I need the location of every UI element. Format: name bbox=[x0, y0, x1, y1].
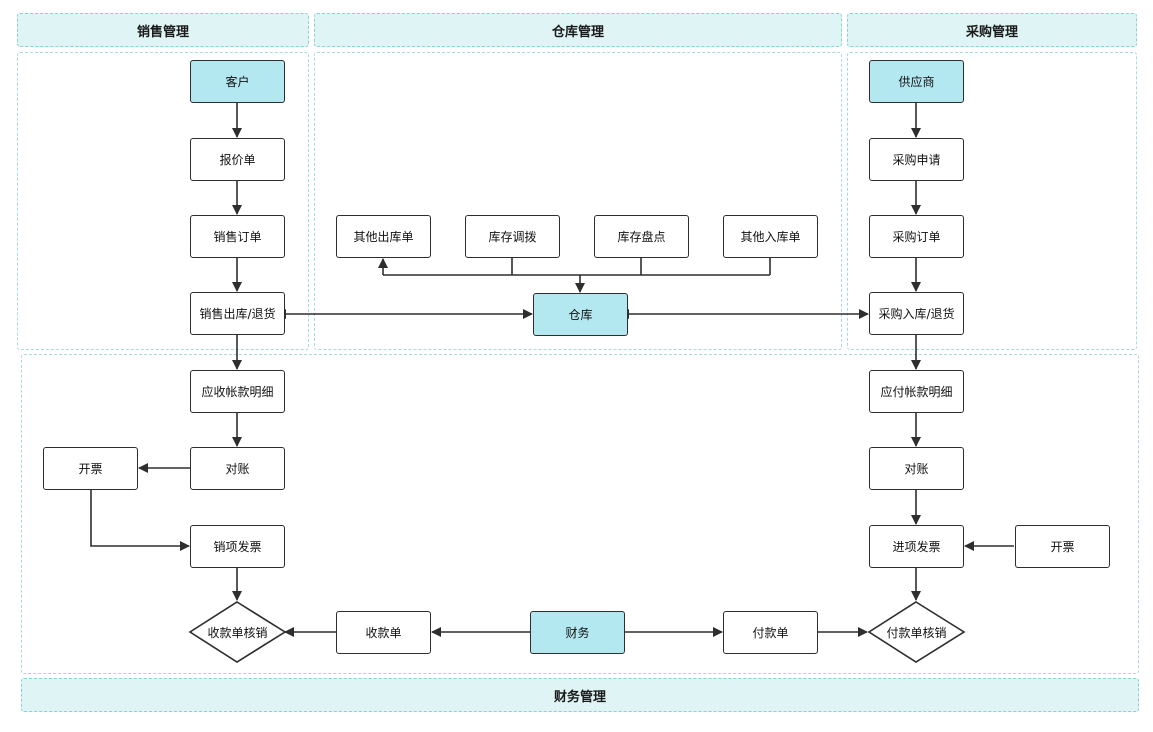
finance-node[interactable]: 财务 bbox=[530, 611, 625, 654]
warehouse-node[interactable]: 仓库 bbox=[533, 293, 628, 336]
other-in-node[interactable]: 其他入库单 bbox=[723, 215, 818, 258]
lane-header-purchase: 采购管理 bbox=[847, 13, 1137, 47]
purchase-request-node[interactable]: 采购申请 bbox=[869, 138, 964, 181]
sales-reconcile-node[interactable]: 对账 bbox=[190, 447, 285, 490]
receipt-node[interactable]: 收款单 bbox=[336, 611, 431, 654]
stock-count-node[interactable]: 库存盘点 bbox=[594, 215, 689, 258]
lane-header-finance: 财务管理 bbox=[21, 678, 1139, 712]
other-out-node[interactable]: 其他出库单 bbox=[336, 215, 431, 258]
payment-writeoff-diamond[interactable] bbox=[867, 601, 966, 663]
sales-out-return-node[interactable]: 销售出库/退货 bbox=[190, 292, 285, 335]
sales-order-node[interactable]: 销售订单 bbox=[190, 215, 285, 258]
purchase-order-node[interactable]: 采购订单 bbox=[869, 215, 964, 258]
lane-header-warehouse: 仓库管理 bbox=[314, 13, 842, 47]
sales-invoice-issue-node[interactable]: 开票 bbox=[43, 447, 138, 490]
lane-sales bbox=[17, 52, 309, 350]
stock-transfer-node[interactable]: 库存调拨 bbox=[465, 215, 560, 258]
lane-purchase bbox=[847, 52, 1137, 350]
lane-header-sales: 销售管理 bbox=[17, 13, 309, 47]
receivable-detail-node[interactable]: 应收帐款明细 bbox=[190, 370, 285, 413]
output-invoice-node[interactable]: 销项发票 bbox=[190, 525, 285, 568]
purchase-invoice-issue-node[interactable]: 开票 bbox=[1015, 525, 1110, 568]
receipt-writeoff-diamond[interactable] bbox=[188, 601, 287, 663]
payment-node[interactable]: 付款单 bbox=[723, 611, 818, 654]
lane-warehouse bbox=[314, 52, 842, 350]
input-invoice-node[interactable]: 进项发票 bbox=[869, 525, 964, 568]
customer-node[interactable]: 客户 bbox=[190, 60, 285, 103]
purchase-reconcile-node[interactable]: 对账 bbox=[869, 447, 964, 490]
supplier-node[interactable]: 供应商 bbox=[869, 60, 964, 103]
payable-detail-node[interactable]: 应付帐款明细 bbox=[869, 370, 964, 413]
purchase-in-return-node[interactable]: 采购入库/退货 bbox=[869, 292, 964, 335]
lane-finance bbox=[21, 354, 1139, 674]
quote-node[interactable]: 报价单 bbox=[190, 138, 285, 181]
